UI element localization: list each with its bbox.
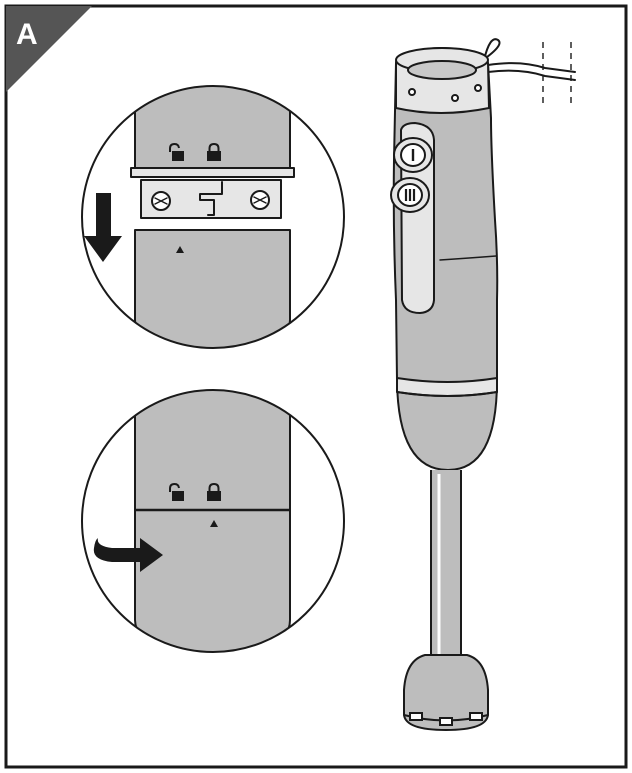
hand-blender xyxy=(390,38,576,731)
detail-circle-lock xyxy=(81,389,345,653)
motor-body-section xyxy=(134,390,291,511)
speed-1-button[interactable] xyxy=(393,137,433,173)
screw-left-icon xyxy=(151,191,171,211)
step-label: A xyxy=(16,18,38,51)
alignment-arrow-icon xyxy=(210,520,218,527)
power-cord xyxy=(479,38,501,63)
turbo-button-icon xyxy=(404,189,416,201)
lock-icon xyxy=(207,142,221,161)
blending-shaft xyxy=(430,470,462,661)
curved-right-arrow-icon xyxy=(93,538,163,572)
screw-right-icon xyxy=(250,190,270,210)
blade-guard xyxy=(403,654,489,731)
bayonet-slot xyxy=(199,181,223,216)
blender-shaft-top xyxy=(134,229,291,348)
turbo-button[interactable] xyxy=(390,177,430,213)
unlock-icon xyxy=(169,482,184,501)
figure-border xyxy=(4,4,628,769)
lock-icon xyxy=(207,482,221,501)
detail-circle-align xyxy=(81,85,345,349)
alignment-arrow-icon xyxy=(176,246,184,253)
step-badge: A xyxy=(6,6,92,92)
blender-shaft-top xyxy=(134,509,291,652)
unlock-icon xyxy=(169,142,184,161)
down-arrow-icon xyxy=(84,193,122,262)
